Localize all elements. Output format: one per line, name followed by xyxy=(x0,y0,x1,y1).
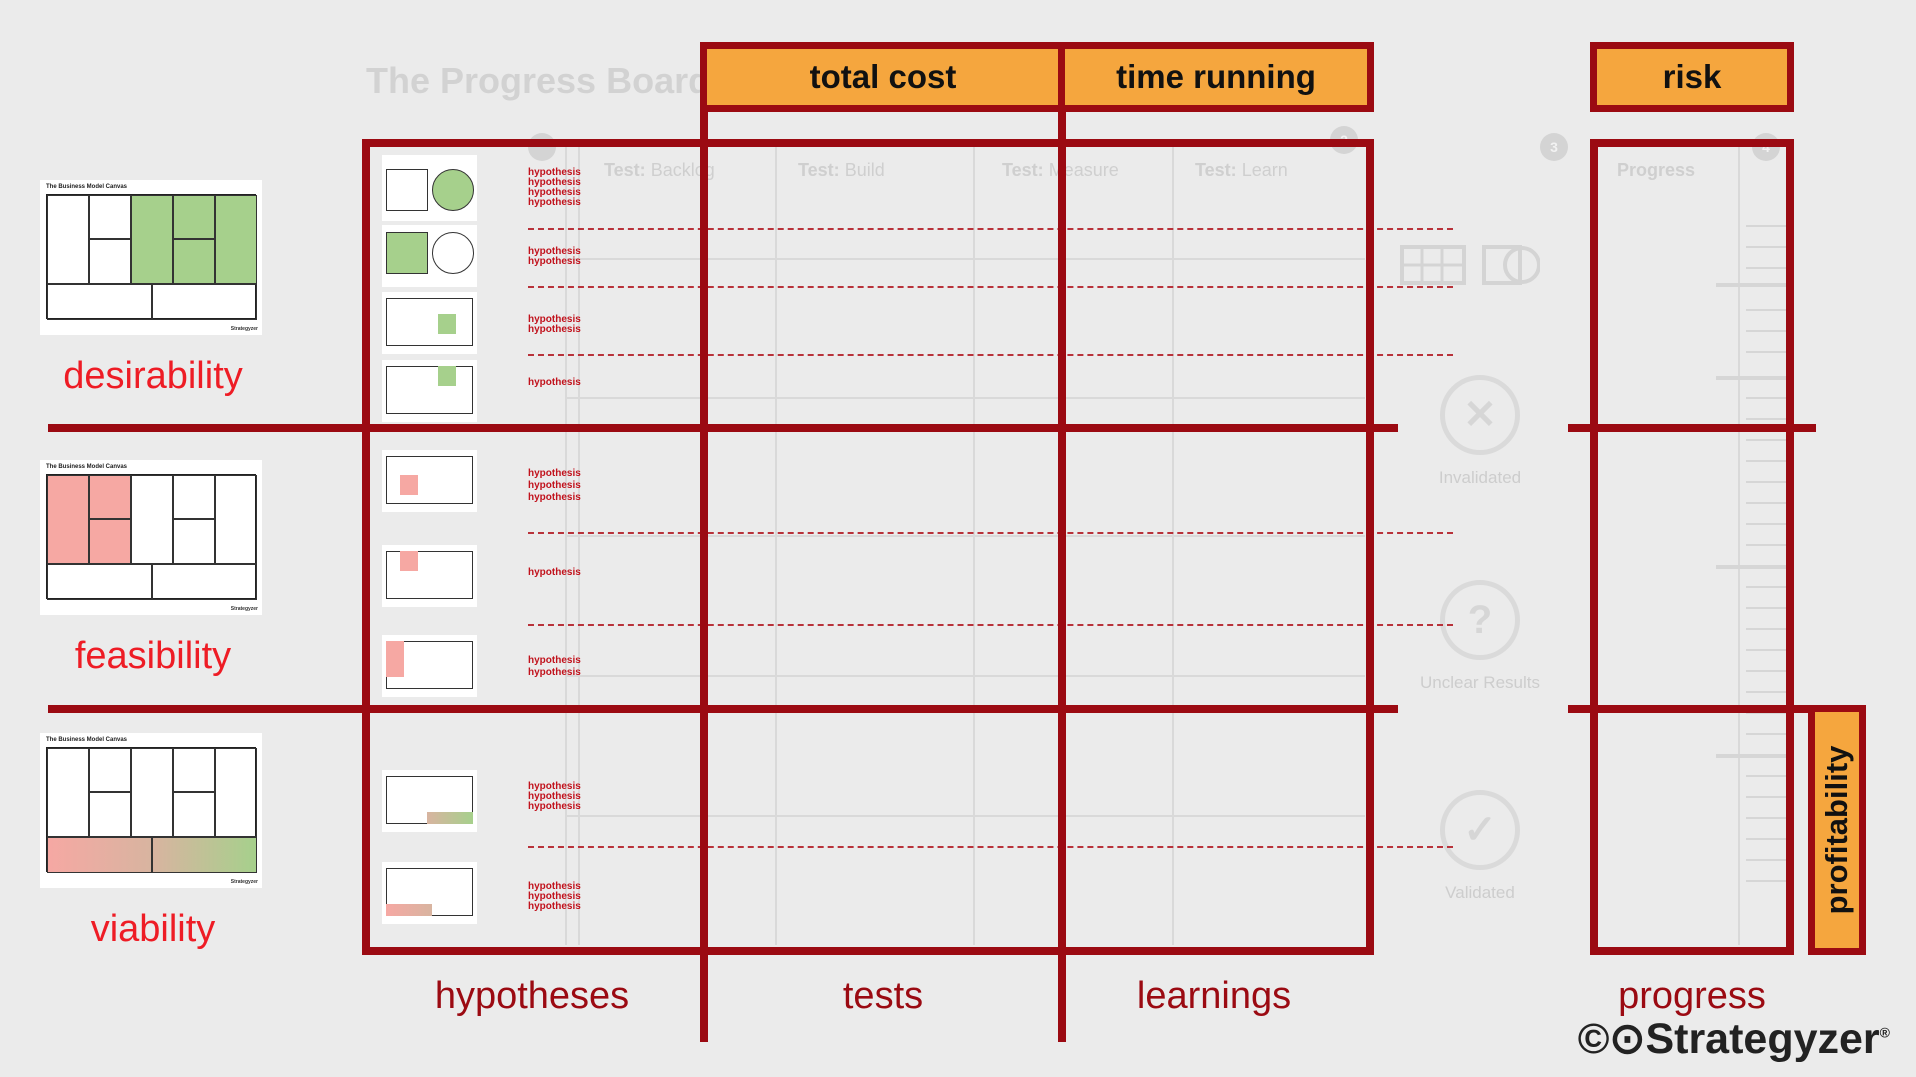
bg-divider xyxy=(1738,140,1740,945)
column-label-hypotheses: hypotheses xyxy=(434,975,630,1017)
invalidated-icon: ✕ xyxy=(1440,375,1520,455)
dashed-connector xyxy=(528,228,1453,230)
bmc-mini-thumb xyxy=(382,770,477,832)
divider-tests-learnings xyxy=(1058,42,1066,1042)
validated-icon: ✓ xyxy=(1440,790,1520,870)
divider-hypotheses-tests xyxy=(700,42,708,1042)
divider-desirability-feasibility xyxy=(48,424,1398,432)
bmc-mini-thumb xyxy=(382,292,477,354)
dashed-connector xyxy=(528,354,1453,356)
dashed-connector xyxy=(528,532,1453,534)
header-risk: risk xyxy=(1590,42,1794,112)
step-number-circle: 4 xyxy=(1752,133,1780,161)
bg-divider xyxy=(565,675,1365,677)
divider-desirability-feasibility-progress xyxy=(1568,424,1816,432)
canvas-icons xyxy=(1400,245,1540,285)
bg-divider xyxy=(565,140,567,945)
bg-divider xyxy=(578,140,580,945)
business-model-canvas-desirability: The Business Model Canvas Strategyzer xyxy=(40,180,262,335)
bg-column-learn: Test: Learn xyxy=(1195,160,1288,180)
progress-ruler xyxy=(1716,225,1786,905)
divider-feasibility-viability-progress xyxy=(1568,705,1816,713)
unclear-results-label: Unclear Results xyxy=(1420,673,1540,692)
progress-frame xyxy=(1590,139,1794,955)
bmc-mini-thumb xyxy=(382,545,477,607)
bg-divider xyxy=(565,397,1365,399)
strategyzer-logo: ©⊙Strategyzer® xyxy=(1577,1015,1890,1063)
main-board-frame xyxy=(362,139,1374,955)
bmc-mini-thumb xyxy=(382,635,477,697)
step-number-circle xyxy=(528,133,556,161)
row-label-desirability: desirability xyxy=(63,355,243,397)
bg-column-build: Test: Build xyxy=(798,160,885,180)
row-label-viability: viability xyxy=(90,908,216,950)
side-tab-profitability: profitability xyxy=(1808,705,1866,955)
bg-divider xyxy=(775,140,777,945)
header-time-running: time running xyxy=(1058,42,1374,112)
divider-feasibility-viability xyxy=(48,705,1398,713)
bg-divider xyxy=(973,140,975,945)
value-proposition-canvas-thumb xyxy=(382,155,477,221)
business-model-canvas-viability: The Business Model Canvas Strategyzer xyxy=(40,733,262,888)
value-proposition-canvas-thumb xyxy=(382,225,477,287)
bg-divider xyxy=(565,258,1365,260)
business-model-canvas-feasibility: The Business Model Canvas Strategyzer xyxy=(40,460,262,615)
unclear-results-icon: ? xyxy=(1440,580,1520,660)
bmc-mini-thumb xyxy=(382,862,477,924)
hypothesis-group: hypothesis xyxy=(528,377,581,388)
bg-divider xyxy=(565,815,1365,817)
bg-progress-title: Progress xyxy=(1617,160,1696,180)
column-label-tests: tests xyxy=(842,975,924,1017)
board-title: The Progress Board xyxy=(366,60,711,101)
bg-divider xyxy=(565,535,1365,537)
step-number-circle: 3 xyxy=(1540,133,1568,161)
bg-column-backlog: Test: Backlog xyxy=(604,160,715,180)
validated-label: Validated xyxy=(1445,883,1515,902)
invalidated-label: Invalidated xyxy=(1438,468,1522,487)
dashed-connector xyxy=(528,846,1453,848)
column-label-learnings: learnings xyxy=(1136,975,1292,1017)
hypothesis-group: hypothesis xyxy=(528,567,581,578)
dashed-connector xyxy=(528,624,1453,626)
bg-divider xyxy=(1172,140,1174,945)
bg-column-measure: Test: Measure xyxy=(1002,160,1119,180)
column-label-progress: progress xyxy=(1618,975,1766,1017)
header-total-cost: total cost xyxy=(700,42,1066,112)
strategyzer-mark-icon: ⊙ xyxy=(1609,1015,1646,1063)
bmc-mini-thumb xyxy=(382,360,477,422)
row-label-feasibility: feasibility xyxy=(74,635,232,677)
bmc-mini-thumb xyxy=(382,450,477,512)
dashed-connector xyxy=(528,286,1453,288)
